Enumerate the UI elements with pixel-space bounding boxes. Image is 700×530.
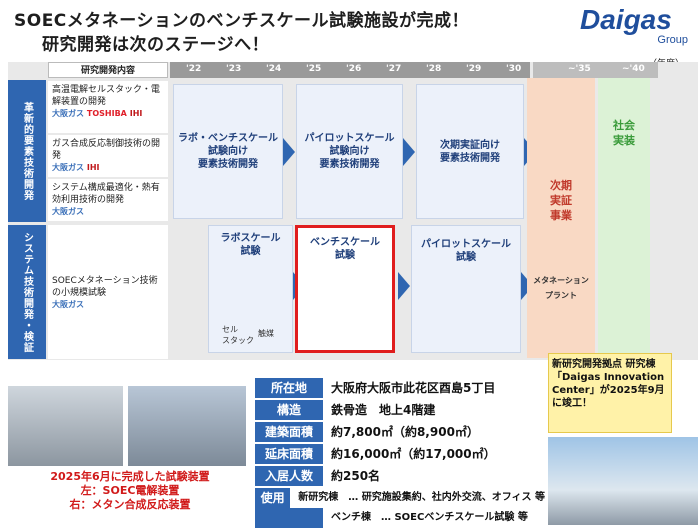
lab-item-cell-stack: セル スタック xyxy=(222,325,254,345)
info-key: 延床面積 xyxy=(255,444,323,464)
info-row: 使用用途新研究棟 … 研究施設集約、社内外交流、オフィス 等 xyxy=(255,488,545,525)
facility-info-table: 所在地大阪府大阪市此花区酉島5丁目 構造鉄骨造 地上4階建 建築面積約7,800… xyxy=(255,378,545,530)
phase-next-demo-element: 次期実証向け 要素技術開発 xyxy=(416,84,524,219)
bench-scale-test-highlight: ベンチスケール 試験 xyxy=(295,225,395,353)
info-key: 入居人数 xyxy=(255,466,323,486)
year-24: '24 xyxy=(266,64,282,74)
photo-caption: 2025年6月に完成した試験装置 左：SOEC電解装置 右：メタン合成反応装置 xyxy=(50,470,210,511)
year-35: ~'35 xyxy=(568,64,591,74)
row-label-system: システム技術開発・検証 xyxy=(8,225,46,359)
info-row: 所在地大阪府大阪市此花区酉島5丁目 xyxy=(255,378,545,398)
info-key: 建築面積 xyxy=(255,422,323,442)
innovation-center-note: 新研究開発拠点 研究棟「Daigas Innovation Center」が20… xyxy=(548,353,672,433)
roadmap-header-label: 研究開発内容 xyxy=(48,62,168,78)
info-row: 建築面積約7,800㎡（約8,900㎡） xyxy=(255,422,545,442)
osakagas-logo: 大阪ガス xyxy=(52,207,84,216)
year-29: '29 xyxy=(466,64,482,74)
photo-soec-electrolyzer xyxy=(8,386,123,466)
lab-item-catalyst: 触媒 xyxy=(258,329,274,338)
info-key xyxy=(255,508,323,528)
info-value: ベンチ棟 … SOECベンチスケール試験 等 xyxy=(331,512,528,523)
subitem-soec-small-test-text: SOECメタネーション技術の小規模試験 xyxy=(52,276,158,298)
info-row: 構造鉄骨造 地上4階建 xyxy=(255,400,545,420)
year-40: ~'40 xyxy=(622,64,645,74)
subitem-gas-synthesis: ガス合成反応制御技術の開発 大阪ガス IHI xyxy=(48,135,168,177)
year-30: '30 xyxy=(506,64,522,74)
social-implementation-label: 社会 実装 xyxy=(613,119,635,147)
info-row: ベンチ棟 … SOECベンチスケール試験 等 xyxy=(255,508,545,528)
arrow-right-icon xyxy=(283,138,295,166)
roadmap-year-bar-future xyxy=(533,62,658,78)
toshiba-logo: TOSHIBA xyxy=(86,109,127,118)
daigas-logo: Daigas Group xyxy=(580,6,692,56)
subitem-gas-synthesis-text: ガス合成反応制御技術の開発 xyxy=(52,139,161,161)
year-27: '27 xyxy=(386,64,402,74)
osakagas-logo: 大阪ガス xyxy=(52,300,84,309)
info-key: 構造 xyxy=(255,400,323,420)
info-value: 約250名 xyxy=(331,469,381,483)
arrow-right-icon xyxy=(403,138,415,166)
info-value: 新研究棟 … 研究施設集約、社内外交流、オフィス 等 xyxy=(298,492,545,503)
phase-bench-scale-test: ベンチスケール 試験 xyxy=(298,228,392,350)
year-26: '26 xyxy=(346,64,362,74)
row-label-innovative: 革新的要素技術開発 xyxy=(8,80,46,222)
logo-group: Group xyxy=(657,34,688,46)
arrow-right-icon xyxy=(398,272,410,300)
info-row: 延床面積約16,000㎡（約17,000㎡） xyxy=(255,444,545,464)
info-value: 鉄骨造 地上4階建 xyxy=(331,403,436,417)
subitem-soec-small-test: SOECメタネーション技術の小規模試験 大阪ガス xyxy=(48,225,168,359)
page-title-line1: SOECメタネーションのベンチスケール試験施設が完成！ xyxy=(14,11,469,31)
ihi-logo: IHI xyxy=(86,163,100,172)
subitem-system-optimization: システム構成最適化・熱有効利用技術の開発 大阪ガス xyxy=(48,179,168,221)
roadmap-year-bar xyxy=(170,62,530,78)
ihi-logo: IHI xyxy=(129,109,143,118)
methanation-plant-label: メタネーション プラント xyxy=(533,276,589,300)
info-value: 約16,000㎡（約17,000㎡） xyxy=(331,447,496,461)
info-row: 入居人数約250名 xyxy=(255,466,545,486)
subitem-system-optimization-text: システム構成最適化・熱有効利用技術の開発 xyxy=(52,183,160,205)
photo-methane-synthesis-reactor xyxy=(128,386,246,466)
phase-lab-scale-test: ラボスケール 試験 xyxy=(208,225,293,353)
page-title-line2: 研究開発は次のステージへ！ xyxy=(42,35,270,55)
osakagas-logo: 大阪ガス xyxy=(52,109,84,118)
social-implementation: 社会 実装 xyxy=(598,78,650,358)
osakagas-logo: 大阪ガス xyxy=(52,163,84,172)
photo-innovation-center xyxy=(548,437,698,525)
year-22: '22 xyxy=(186,64,202,74)
future-demo-label: 次期 実証 事業 xyxy=(550,179,572,222)
subitem-electrolysis: 高温電解セルスタック・電解装置の開発 大阪ガス TOSHIBA IHI xyxy=(48,81,168,133)
year-23: '23 xyxy=(226,64,242,74)
year-28: '28 xyxy=(426,64,442,74)
info-key: 所在地 xyxy=(255,378,323,398)
phase-lab-bench-element: ラボ・ベンチスケール 試験向け 要素技術開発 xyxy=(173,84,283,219)
info-value: 大阪府大阪市此花区酉島5丁目 xyxy=(331,381,496,395)
phase-pilot-scale-test: パイロットスケール 試験 xyxy=(411,225,521,353)
info-key: 使用用途 xyxy=(255,488,291,525)
info-value: 約7,800㎡（約8,900㎡） xyxy=(331,425,479,439)
future-demo-project: 次期 実証 事業 メタネーション プラント xyxy=(527,78,595,358)
phase-pilot-element: パイロットスケール 試験向け 要素技術開発 xyxy=(296,84,403,219)
subitem-electrolysis-text: 高温電解セルスタック・電解装置の開発 xyxy=(52,85,160,107)
logo-word: Daigas xyxy=(580,4,672,35)
year-25: '25 xyxy=(306,64,322,74)
